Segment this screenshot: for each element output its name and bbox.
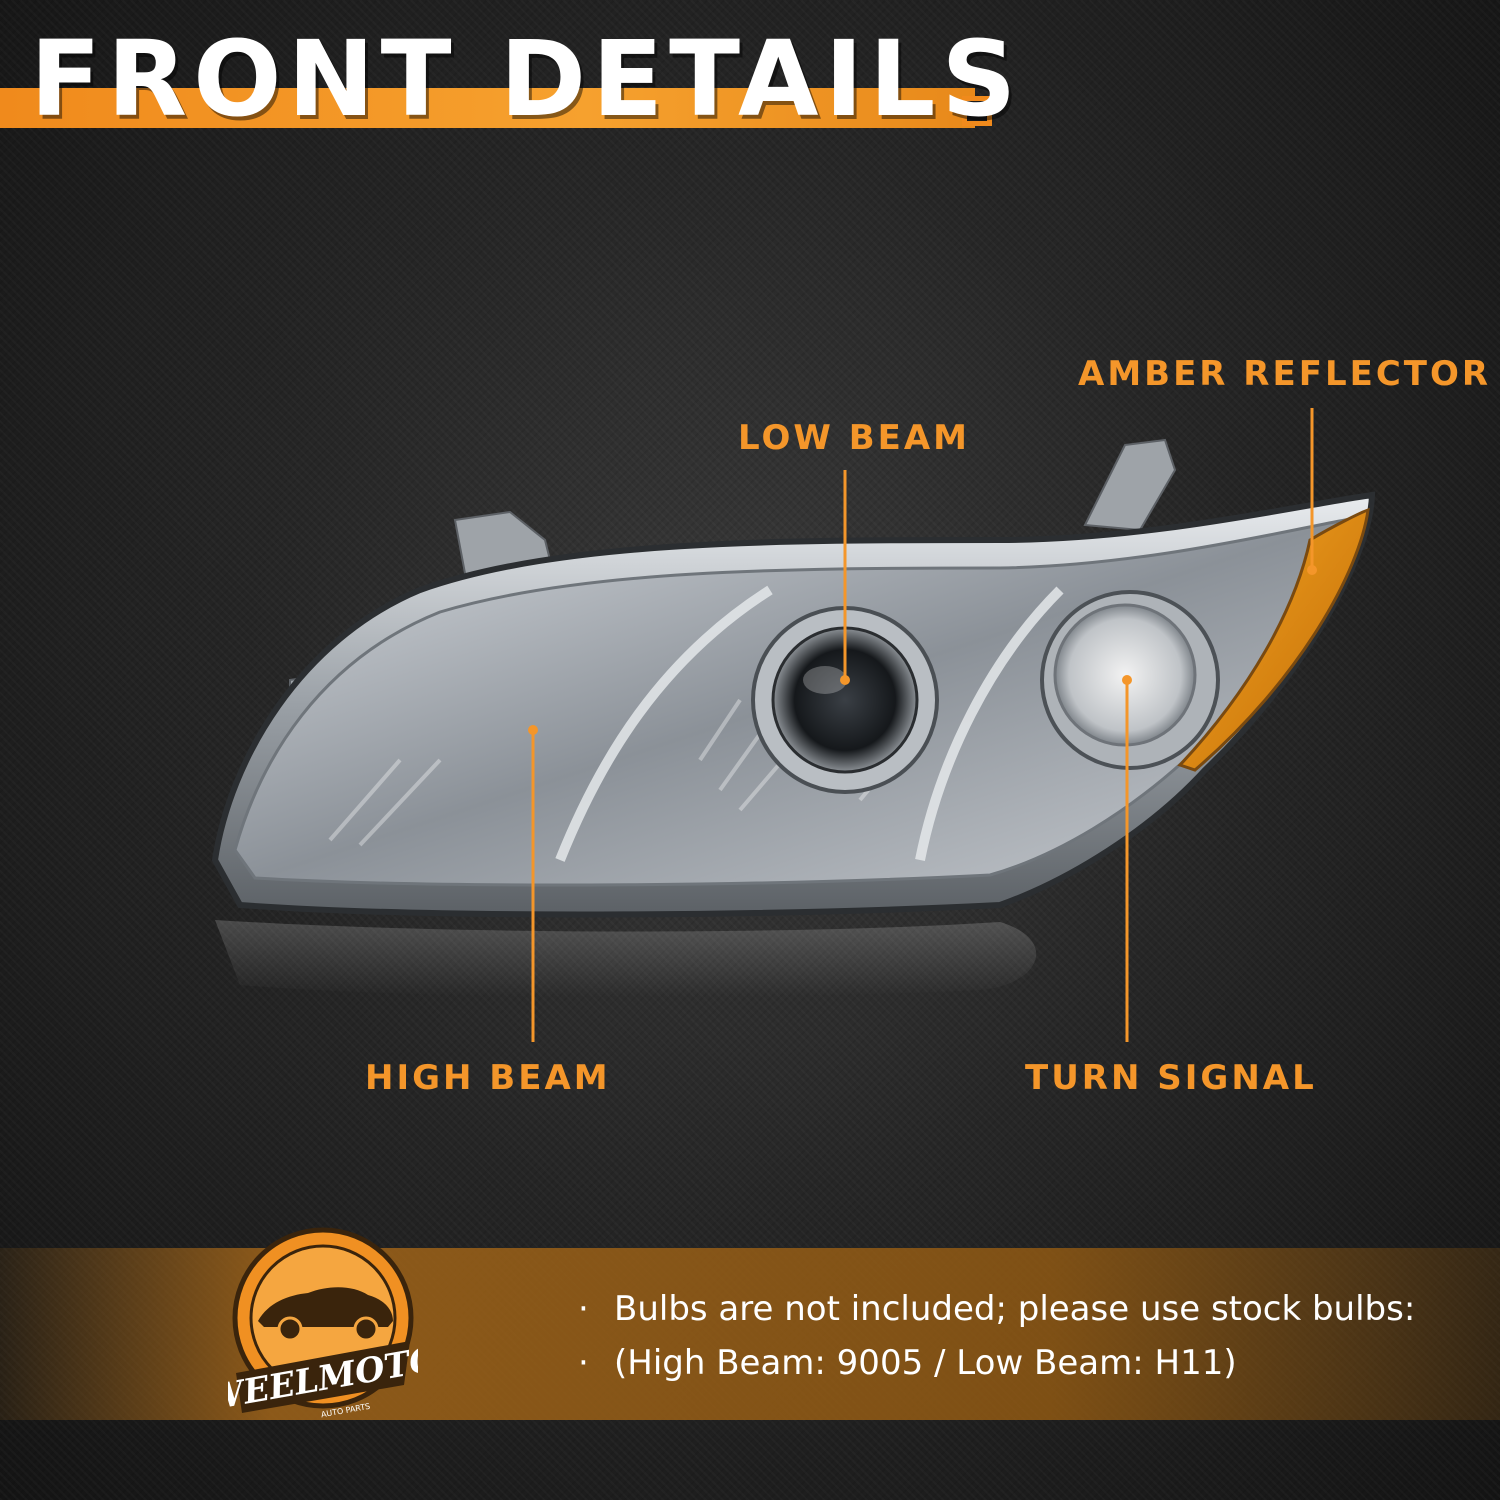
page-title: FRONT DETAILS	[30, 18, 1023, 140]
title-square-accent	[962, 96, 992, 126]
turn-signal-label: TURN SIGNAL	[1025, 1058, 1317, 1098]
car-icon	[258, 1287, 393, 1342]
note-text: Bulbs are not included; please use stock…	[614, 1289, 1416, 1329]
weelmoto-logo: WEELMOTO AUTO PARTS	[228, 1227, 418, 1419]
low-beam-label: LOW BEAM	[738, 418, 970, 458]
callout-leaders	[531, 408, 1317, 1042]
notes-list: · Bulbs are not included; please use stoc…	[578, 1282, 1415, 1390]
note-item: · Bulbs are not included; please use stoc…	[578, 1282, 1415, 1336]
amber-reflector-label: AMBER REFLECTOR	[1078, 354, 1492, 394]
bullet: ·	[578, 1343, 589, 1383]
high-beam-label: HIGH BEAM	[365, 1058, 611, 1098]
note-text: (High Beam: 9005 / Low Beam: H11)	[614, 1343, 1237, 1383]
title-underline-band	[0, 88, 975, 128]
bullet: ·	[578, 1289, 589, 1329]
amber-reflector-lens	[1177, 507, 1370, 772]
note-item: · (High Beam: 9005 / Low Beam: H11)	[578, 1336, 1415, 1390]
